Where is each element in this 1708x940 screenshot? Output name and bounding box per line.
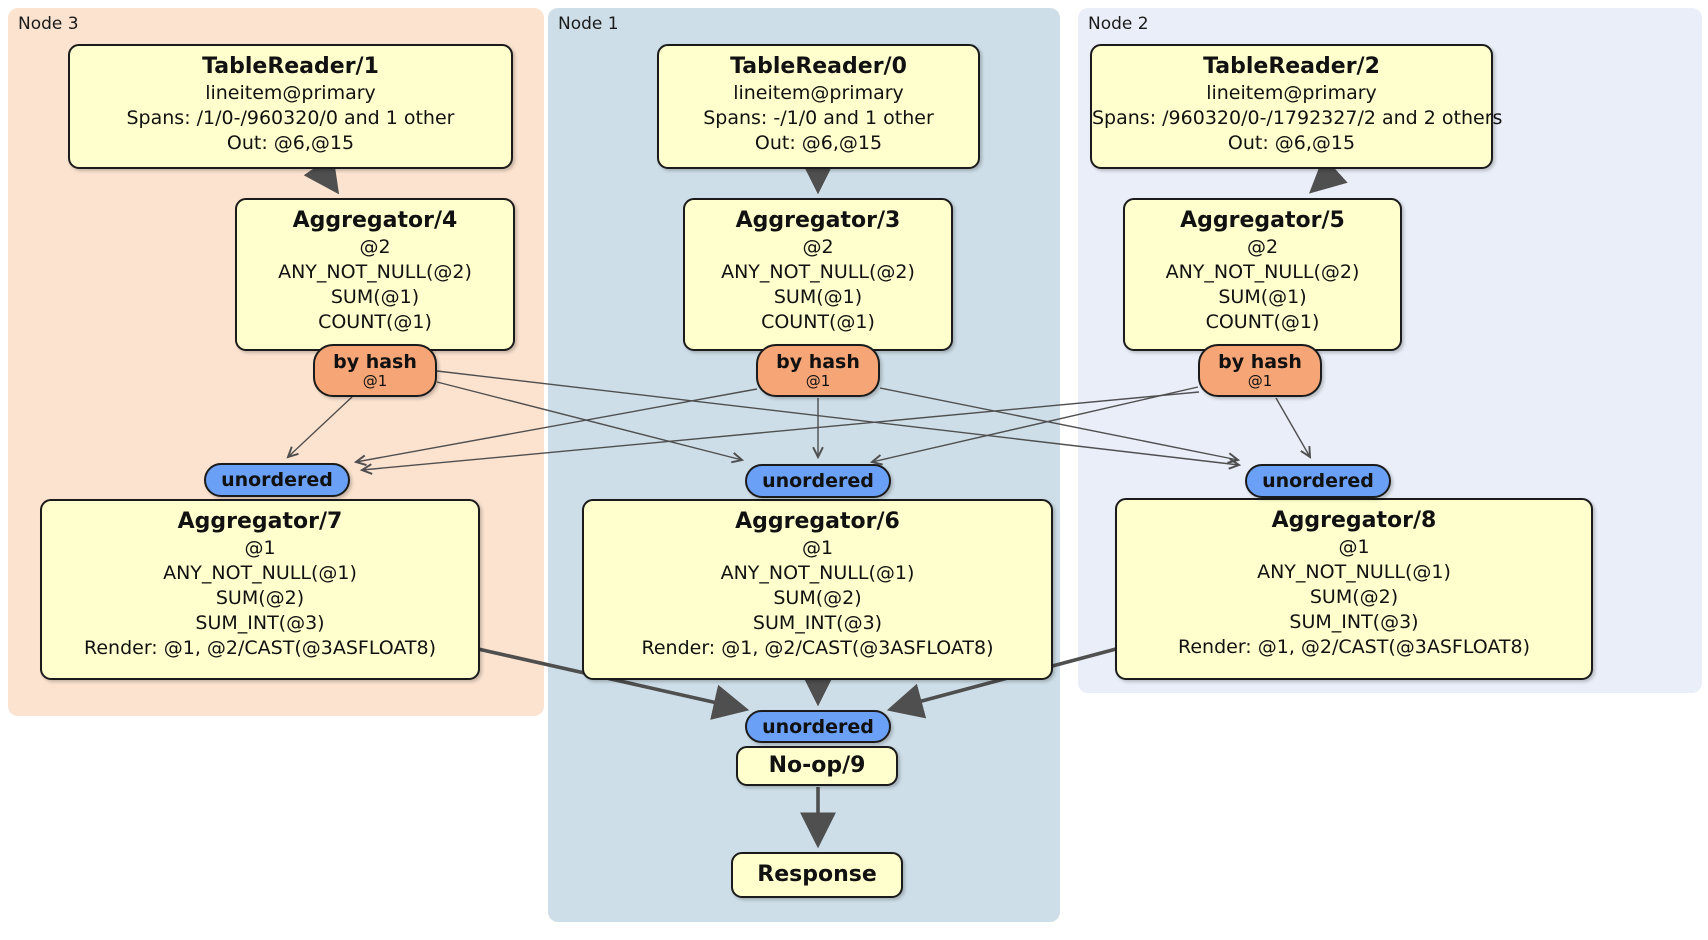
box-line: lineitem@primary — [205, 82, 376, 104]
box-title: Aggregator/3 — [735, 208, 901, 233]
box-title: TableReader/1 — [202, 54, 379, 79]
box-line: SUM(@1) — [1218, 286, 1307, 308]
box-line: COUNT(@1) — [761, 311, 875, 333]
router-sublabel: @1 — [1247, 371, 1273, 390]
box-title: Aggregator/5 — [1180, 208, 1345, 233]
box-line: Render: @1, @2/CAST(@3ASFLOAT8) — [641, 637, 994, 659]
router-label: by hash — [1218, 350, 1302, 373]
box-line: @1 — [801, 537, 834, 559]
box-line: Render: @1, @2/CAST(@3ASFLOAT8) — [84, 637, 436, 659]
node1-label: Node 1 — [558, 14, 619, 34]
box-line: ANY_NOT_NULL(@1) — [1257, 561, 1451, 583]
router-sublabel: @1 — [362, 371, 388, 390]
box-line: ANY_NOT_NULL(@2) — [278, 261, 472, 283]
box-line: COUNT(@1) — [1205, 311, 1320, 333]
unordered-stream-node3: unordered — [204, 463, 350, 497]
aggregator-3-box: Aggregator/3 @2 ANY_NOT_NULL(@2) SUM(@1)… — [683, 198, 953, 351]
box-line: ANY_NOT_NULL(@2) — [1165, 261, 1360, 283]
unordered-stream-node2: unordered — [1245, 464, 1391, 498]
box-title: TableReader/2 — [1203, 54, 1380, 79]
box-line: lineitem@primary — [733, 82, 904, 104]
node2-label: Node 2 — [1088, 14, 1149, 34]
aggregator-4-box: Aggregator/4 @2 ANY_NOT_NULL(@2) SUM(@1)… — [235, 198, 515, 351]
box-line: SUM(@1) — [330, 286, 420, 308]
aggregator-6-box: Aggregator/6 @1 ANY_NOT_NULL(@1) SUM(@2)… — [582, 499, 1053, 680]
box-line: @2 — [359, 236, 391, 258]
router-label: by hash — [776, 350, 860, 373]
box-line: SUM(@1) — [773, 286, 863, 308]
box-line: Spans: /960320/0-/1792327/2 and 2 others — [1092, 107, 1503, 129]
router-sublabel: @1 — [805, 371, 831, 390]
box-line: @2 — [802, 236, 834, 258]
tablereader-2-box: TableReader/2 lineitem@primary Spans: /9… — [1090, 44, 1503, 169]
box-title: Aggregator/8 — [1271, 508, 1437, 533]
box-line: Render: @1, @2/CAST(@3ASFLOAT8) — [1178, 636, 1530, 658]
unordered-stream-node1: unordered — [745, 464, 891, 498]
node3-label: Node 3 — [18, 14, 79, 34]
box-line: SUM_INT(@3) — [195, 612, 325, 634]
response-box: Response — [731, 852, 903, 898]
by-hash-router-node1: by hash @1 — [756, 344, 880, 397]
box-line: SUM(@2) — [215, 587, 305, 609]
box-line: Out: @6,@15 — [754, 132, 883, 154]
box-title: Aggregator/7 — [177, 509, 343, 534]
stream-label: unordered — [221, 469, 333, 491]
noop-box: No-op/9 — [736, 746, 898, 786]
box-line: ANY_NOT_NULL(@2) — [721, 261, 915, 283]
box-line: @2 — [1246, 236, 1279, 258]
box-line: ANY_NOT_NULL(@1) — [720, 562, 915, 584]
box-title: Response — [757, 862, 877, 887]
box-title: No-op/9 — [768, 753, 866, 778]
box-title: TableReader/0 — [730, 54, 907, 79]
stream-label: unordered — [762, 470, 874, 492]
tablereader-1-box: TableReader/1 lineitem@primary Spans: /1… — [68, 44, 513, 169]
box-line: @1 — [1338, 536, 1370, 558]
by-hash-router-node3: by hash @1 — [313, 344, 437, 397]
box-line: @1 — [244, 537, 276, 559]
aggregator-5-box: Aggregator/5 @2 ANY_NOT_NULL(@2) SUM(@1)… — [1123, 198, 1402, 351]
box-line: Out: @6,@15 — [226, 132, 355, 154]
router-label: by hash — [333, 350, 417, 373]
by-hash-router-node2: by hash @1 — [1198, 344, 1322, 397]
box-line: SUM_INT(@3) — [1289, 611, 1419, 633]
aggregator-7-box: Aggregator/7 @1 ANY_NOT_NULL(@1) SUM(@2)… — [40, 499, 480, 680]
box-title: Aggregator/4 — [292, 208, 458, 233]
unordered-stream-final: unordered — [745, 710, 891, 743]
stream-label: unordered — [1262, 470, 1374, 492]
stream-label: unordered — [762, 715, 874, 738]
box-line: SUM(@2) — [1309, 586, 1399, 608]
box-title: Aggregator/6 — [735, 509, 900, 534]
box-line: Spans: -/1/0 and 1 other — [703, 107, 934, 129]
box-line: Spans: /1/0-/960320/0 and 1 other — [126, 107, 455, 129]
box-line: lineitem@primary — [1206, 82, 1377, 104]
tablereader-0-box: TableReader/0 lineitem@primary Spans: -/… — [657, 44, 980, 169]
box-line: Out: @6,@15 — [1227, 132, 1356, 154]
box-line: COUNT(@1) — [318, 311, 432, 333]
box-line: SUM(@2) — [773, 587, 862, 609]
aggregator-8-box: Aggregator/8 @1 ANY_NOT_NULL(@1) SUM(@2)… — [1115, 498, 1593, 680]
box-line: SUM_INT(@3) — [752, 612, 883, 634]
box-line: ANY_NOT_NULL(@1) — [163, 562, 357, 584]
